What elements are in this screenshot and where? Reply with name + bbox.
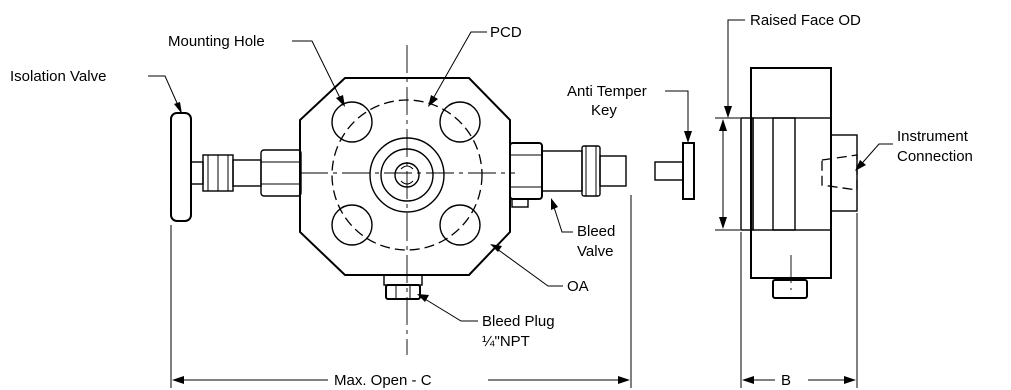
center-port <box>394 162 420 188</box>
anti-temper-key-label-line2: Key <box>591 102 617 119</box>
bleed-valve-tip <box>599 155 627 187</box>
bleed-plug-label-line2: ¼"NPT <box>482 333 530 350</box>
key-head <box>682 142 695 200</box>
pcd-label: PCD <box>490 24 522 41</box>
instrument-connection-label-line1: Instrument <box>897 128 969 145</box>
bleed-valve-hex <box>509 142 543 200</box>
side-bleed-plug <box>772 279 808 299</box>
bleed-plug-label-line1: Bleed Plug <box>482 313 555 330</box>
instrument-connection-block <box>830 134 858 212</box>
max-open-c-label: Max. Open - C <box>334 372 432 389</box>
manifold-body <box>299 77 511 276</box>
labels: Isolation Valve Mounting Hole PCD Anti T… <box>10 12 973 389</box>
mounting-hole-bottom-right <box>439 204 481 246</box>
bleed-valve-body <box>541 150 583 192</box>
mounting-hole-bottom-left <box>331 204 373 246</box>
isolation-valve-label: Isolation Valve <box>10 68 106 85</box>
bleed-plug-hex <box>385 284 421 300</box>
bleed-valve-label-line1: Bleed <box>577 223 615 240</box>
valve-bonnet <box>232 159 262 187</box>
anti-temper-key-label-line1: Anti Temper <box>567 83 647 100</box>
front-view <box>170 45 627 355</box>
mounting-hole-top-left <box>331 101 373 143</box>
key-shaft <box>654 161 684 181</box>
isolation-valve-handle <box>170 112 192 222</box>
side-view <box>740 67 858 299</box>
raised-face-od-label: Raised Face OD <box>750 12 861 29</box>
bleed-valve-label-line2: Valve <box>577 243 613 260</box>
side-boss <box>772 117 796 231</box>
side-flange <box>752 117 832 231</box>
oa-label: OA <box>567 278 589 295</box>
instrument-connection-label-line2: Connection <box>897 148 973 165</box>
pcd-circle <box>331 99 483 251</box>
valve-hex-body <box>260 149 302 197</box>
valve-stem-tip <box>190 161 204 185</box>
anti-temper-key <box>654 142 695 200</box>
mounting-hole-top-right <box>439 101 481 143</box>
mounting-hole-label: Mounting Hole <box>168 33 265 50</box>
leaders <box>148 31 893 322</box>
b-dimension-label: B <box>781 372 791 389</box>
instrument-connection-hidden <box>821 154 858 191</box>
boss-outer-circle <box>369 137 445 213</box>
bleed-valve-locknut <box>581 145 601 197</box>
side-body <box>750 67 832 279</box>
bleed-plug-collar <box>383 274 423 286</box>
dimensions <box>170 19 858 388</box>
bleed-vent <box>511 198 529 208</box>
boss-inner-circle <box>380 148 434 202</box>
center-port-thread <box>400 165 414 185</box>
